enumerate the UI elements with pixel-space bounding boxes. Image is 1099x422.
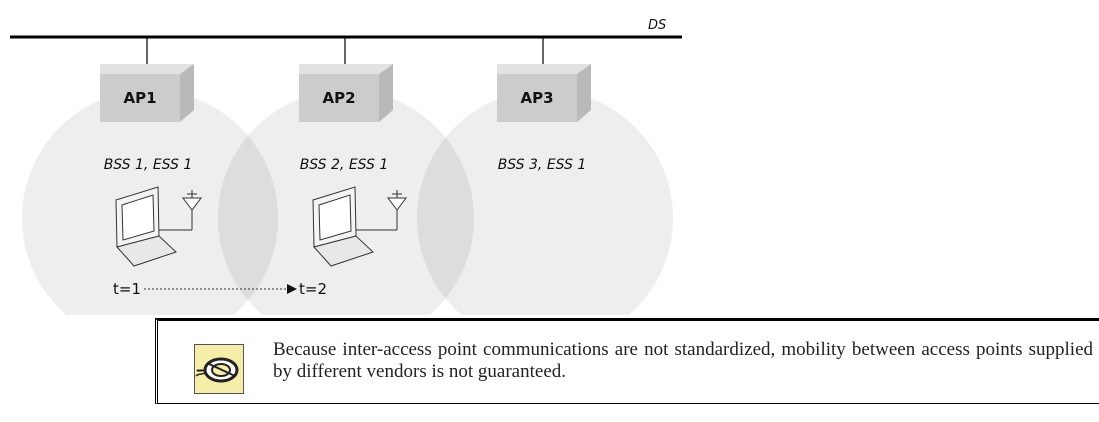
ap2-box-side <box>379 64 393 122</box>
ap1-box-front <box>100 74 180 122</box>
laptop-icon-t2 <box>312 186 407 267</box>
ap3-box-top <box>497 64 591 74</box>
bss1-label: BSS 1, ESS 1 <box>104 157 193 173</box>
ap1-box-top <box>100 64 194 74</box>
access-point-1: AP1 <box>100 37 194 122</box>
ap2-box-front <box>299 74 379 122</box>
ap3-box-front <box>497 74 577 122</box>
laptop1-base <box>116 235 177 267</box>
owl-icon <box>194 344 244 394</box>
access-point-3: AP3 <box>497 37 591 122</box>
ap3-box-side <box>577 64 591 122</box>
laptop2-base <box>313 235 374 267</box>
ds-label: DS <box>648 18 666 33</box>
bss2-label: BSS 2, ESS 1 <box>300 157 389 173</box>
bss3-coverage <box>417 90 673 315</box>
note-text-content: Because inter-access point communication… <box>273 339 1093 382</box>
note-text: Because inter-access point communication… <box>273 339 1093 383</box>
bss3-label: BSS 3, ESS 1 <box>498 157 587 173</box>
time-label-end: t=2 <box>299 280 327 298</box>
ap2-box-top <box>299 64 393 74</box>
ap1-box-side <box>180 64 194 122</box>
note-box: Because inter-access point communication… <box>155 318 1099 404</box>
ap3-label: AP3 <box>520 89 553 107</box>
laptop1-display <box>121 194 155 241</box>
ap2-label: AP2 <box>322 89 355 107</box>
ess-mobility-diagram: DS AP1 AP2 AP3 BSS 1, ESS 1 BSS 2, ESS 1… <box>10 18 682 315</box>
time-label-start: t=1 <box>113 280 141 298</box>
laptop-icon-t1 <box>115 186 202 267</box>
ap1-label: AP1 <box>123 89 156 107</box>
access-point-2: AP2 <box>299 37 393 122</box>
laptop2-display <box>318 194 352 241</box>
arrow-head-icon <box>287 284 297 294</box>
